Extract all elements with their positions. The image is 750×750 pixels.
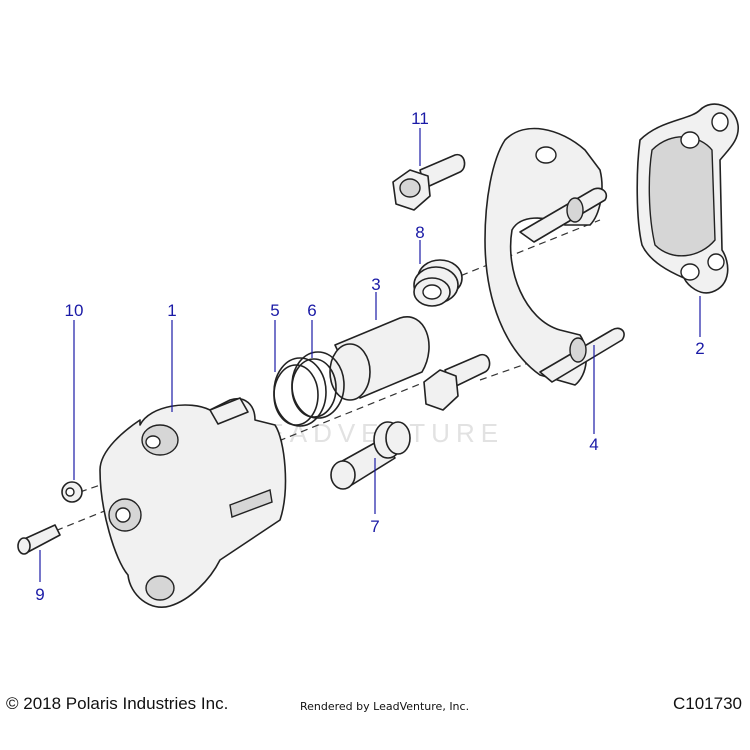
bleeder-screw: [17, 524, 61, 555]
callout-2: 2: [695, 339, 704, 358]
callout-8: 8: [415, 223, 424, 242]
caliper-bracket: [484, 127, 625, 386]
bleeder-cap: [61, 481, 83, 503]
callout-4: 4: [589, 435, 598, 454]
callout-10: 10: [65, 301, 84, 320]
caliper-body: [99, 397, 287, 608]
caliper-piston: [329, 316, 430, 401]
assembly-axis-lower: [479, 351, 561, 381]
copyright-text: © 2018 Polaris Industries Inc.: [6, 694, 229, 713]
piston-seal: [291, 351, 345, 419]
bracket-bolt: [392, 153, 466, 211]
dust-seal: [273, 357, 327, 427]
pin-boot: [413, 259, 463, 307]
slide-pin-bolt: [423, 353, 491, 411]
callout-7: 7: [370, 517, 379, 536]
slide-pin: [330, 421, 411, 490]
callout-3: 3: [371, 275, 380, 294]
callout-9: 9: [35, 585, 44, 604]
brake-pad: [636, 103, 739, 294]
callout-5: 5: [270, 301, 279, 320]
callout-1: 1: [167, 301, 176, 320]
diagram-code: C101730: [672, 694, 742, 713]
callout-11: 11: [411, 109, 429, 128]
callout-6: 6: [307, 301, 316, 320]
rendered-by-text: Rendered by LeadVenture, Inc.: [300, 700, 470, 713]
assembly-axis-upper: [449, 219, 601, 281]
